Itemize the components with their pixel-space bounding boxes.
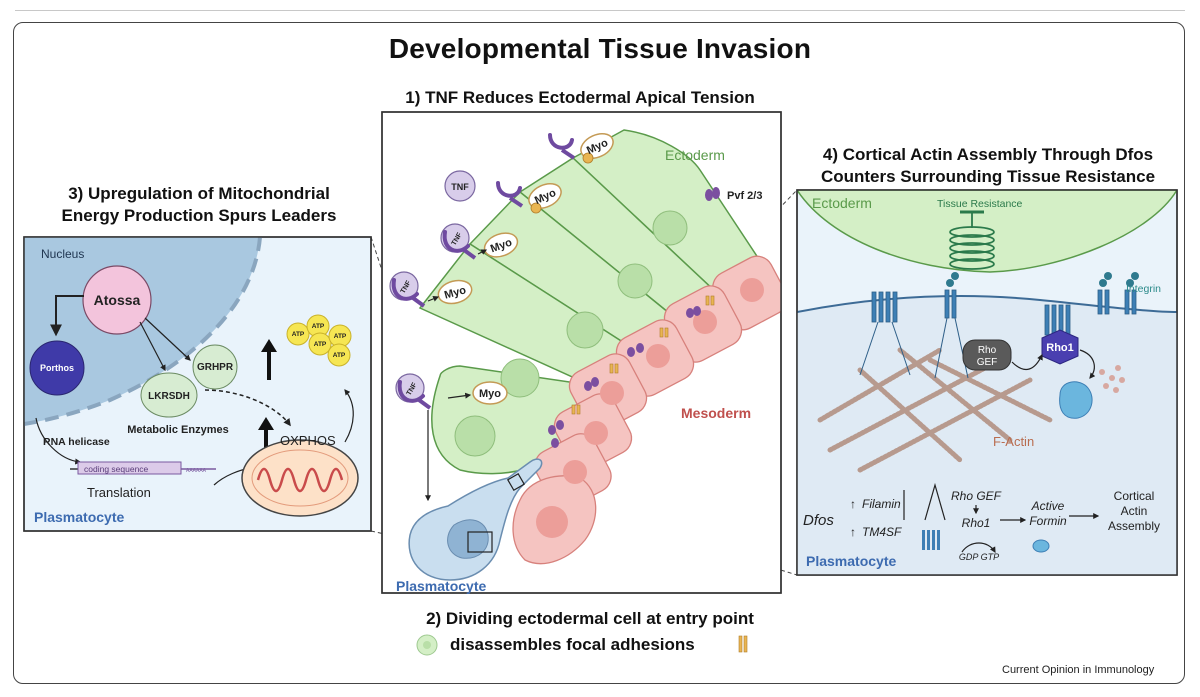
pvf-legend-icon-2	[712, 187, 720, 199]
svg-text:Myo: Myo	[443, 284, 468, 301]
tm4sf-icon	[922, 530, 940, 550]
porthos-label: Porthos	[40, 363, 74, 373]
integrin-receptors	[871, 289, 1137, 336]
ectoderm-nuclei	[454, 210, 688, 457]
active-formin-label-1: Active	[1031, 499, 1065, 513]
translation-label: Translation	[87, 485, 151, 500]
formin-blob	[1059, 381, 1093, 419]
rho-gef-protein	[962, 339, 1012, 371]
formin-small-icon	[1032, 539, 1050, 553]
integrin-linkers	[859, 317, 969, 379]
mesoderm-label: Mesoderm	[681, 405, 751, 421]
upregulation-arrows	[258, 339, 277, 448]
panel3-arrows	[35, 295, 354, 486]
metabolic-enzymes-label: Metabolic Enzymes	[127, 424, 228, 436]
mrna-strand	[70, 461, 216, 475]
plasmatocyte-interior	[797, 296, 1177, 575]
rho-gef-label-1: Rho	[978, 345, 997, 356]
f-actin-label: F-Actin	[993, 434, 1034, 449]
actin-monomers	[1099, 365, 1125, 393]
panel2-heading-line1: 2) Dividing ectodermal cell at entry poi…	[426, 609, 754, 628]
cortical-label-3: Assembly	[1108, 519, 1160, 533]
svg-text:TNF: TNF	[451, 182, 469, 192]
f-actin-network	[817, 347, 1053, 473]
atossa-protein	[82, 265, 152, 335]
lkrsdh-enzyme	[140, 372, 198, 418]
tm4sf-label: TM4SF	[862, 525, 902, 539]
atossa-label: Atossa	[94, 292, 141, 308]
rna-helicase-label: RNA helicase	[43, 436, 110, 448]
panel4-ectoderm-label: Ectoderm	[812, 195, 872, 211]
ectoderm-bowl	[797, 190, 1177, 273]
tm4sf-arrow: ↑	[850, 525, 856, 539]
plasmatocyte-cell	[408, 458, 543, 581]
filamin-arrow: ↑	[850, 497, 856, 511]
grhpr-enzyme	[192, 344, 238, 390]
panel4-heading: 4) Cortical Actin Assembly Through Dfos …	[788, 144, 1188, 187]
panel3-heading-line2: Energy Production Spurs Leaders	[61, 205, 337, 225]
rho-gef-label-2: GEF	[977, 357, 998, 368]
panel3-heading: 3) Upregulation of Mitochondrial Energy …	[24, 183, 374, 226]
grhpr-label: GRHPR	[197, 362, 234, 373]
active-formin-label-2: Formin	[1029, 514, 1067, 528]
nucleus-region	[24, 237, 260, 424]
nucleus-label: Nucleus	[41, 247, 84, 261]
pvf-label: Pvf 2/3	[727, 190, 762, 202]
panel3-heading-line1: 3) Upregulation of Mitochondrial	[68, 184, 330, 203]
figure-frame	[13, 22, 1185, 684]
svg-text:ATP: ATP	[334, 333, 347, 340]
svg-text:ATP: ATP	[312, 323, 325, 330]
panel2-legend-icons	[416, 634, 748, 656]
focal-adhesions	[548, 295, 715, 448]
mitochondrion	[241, 439, 359, 517]
panel1-plasmatocyte-label: Plasmatocyte	[396, 578, 486, 594]
svg-text:ATP: ATP	[292, 331, 305, 338]
pathway-arrows	[903, 482, 1100, 554]
pathway-rho1-label: Rho1	[962, 516, 991, 530]
panel1-heading: 1) TNF Reduces Ectodermal Apical Tension	[405, 88, 755, 107]
mesoderm-nuclei	[536, 278, 764, 538]
integrin-label: Integrin	[1126, 283, 1161, 295]
svg-text:Myo: Myo	[479, 388, 501, 400]
tissue-resistance-spring	[949, 210, 995, 270]
panel2-heading-line2: disassembles focal adhesions	[450, 635, 695, 654]
porthos-protein	[29, 340, 85, 396]
svg-text:ATP: ATP	[314, 341, 327, 348]
tissue-resistance-label: Tissue Resistance	[937, 198, 1023, 210]
top-rule	[15, 10, 1185, 11]
rho1-label: Rho1	[1046, 342, 1074, 354]
oxphos-label: OXPHOS	[280, 433, 336, 448]
svg-text:ATP: ATP	[333, 352, 346, 359]
polya-tail-label: AAAAAA	[186, 468, 207, 474]
panel4-heading-line2: Counters Surrounding Tissue Resistance	[820, 166, 1156, 186]
coding-sequence-label: coding sequence	[84, 464, 149, 474]
filamin-label: Filamin	[862, 497, 901, 511]
gdp-gtp-label: GDP GTP	[959, 552, 999, 562]
panel3-plasmatocyte-label: Plasmatocyte	[34, 509, 124, 525]
atp-labels: ATP ATP ATP ATP ATP	[292, 323, 347, 359]
cortical-label-1: Cortical	[1114, 489, 1155, 503]
integrin-heads	[946, 272, 1139, 287]
cortical-label-2: Actin	[1121, 504, 1148, 518]
dfos-label: Dfos	[803, 512, 834, 529]
ectoderm-label: Ectoderm	[665, 147, 725, 163]
tnf-signaling	[389, 132, 614, 502]
plasma-membrane	[797, 295, 1177, 313]
pathway-rhogef-label: Rho GEF	[951, 489, 1002, 503]
pvf-legend-icon	[705, 189, 713, 201]
figure-title: Developmental Tissue Invasion	[388, 33, 812, 64]
panel4-heading-line1: 4) Cortical Actin Assembly Through Dfos	[822, 145, 1154, 164]
lkrsdh-label: LKRSDH	[148, 391, 190, 402]
panel4-plasmatocyte-label: Plasmatocyte	[806, 553, 896, 569]
journal-credit: Current Opinion in Immunology	[1002, 664, 1155, 676]
